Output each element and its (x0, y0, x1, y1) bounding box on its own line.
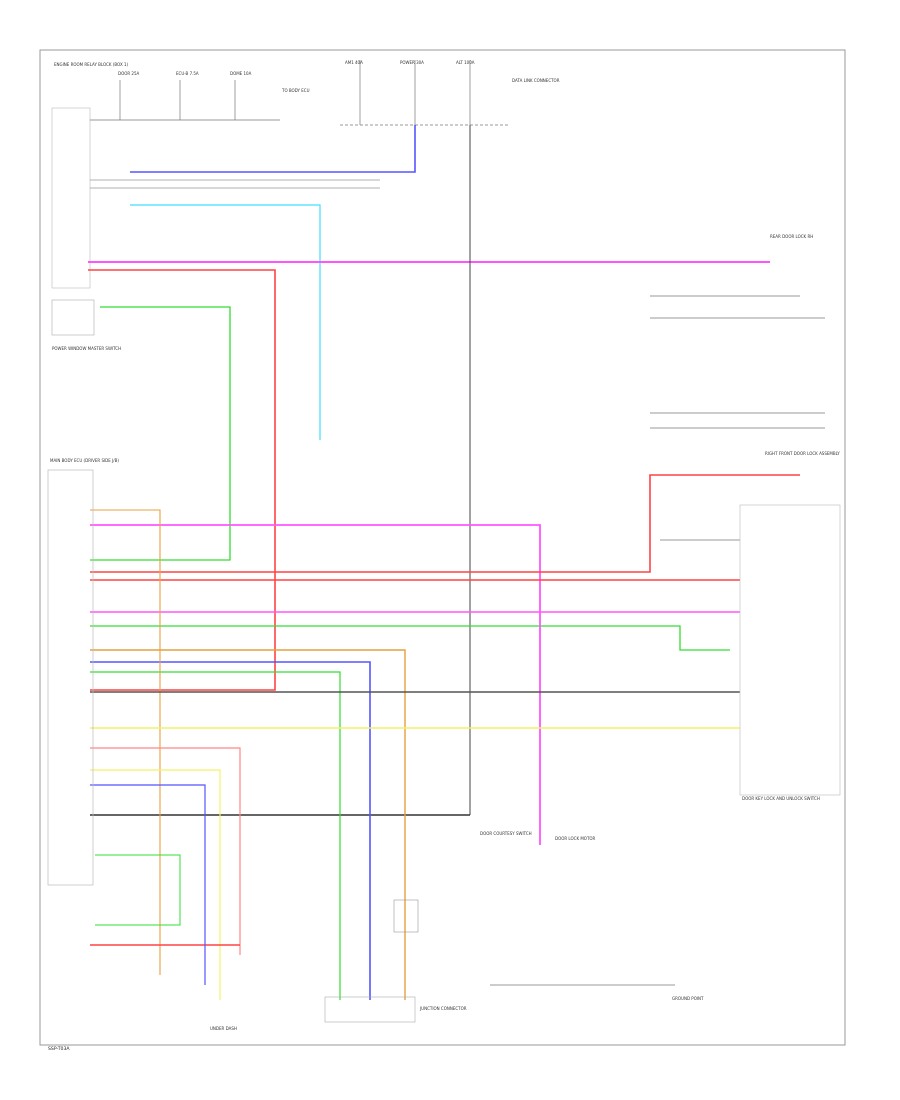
right-front-label: RIGHT FRONT DOOR LOCK ASSEMBLY (765, 451, 840, 456)
fuse-label-4: AM1 40A (345, 60, 363, 65)
fuse-label-2: ECU-B 7.5A (176, 71, 199, 76)
fuse-note: TO BODY ECU (281, 88, 310, 93)
window-master-label: POWER WINDOW MASTER SWITCH (52, 346, 121, 351)
under-dash-label: UNDER DASH (210, 1026, 237, 1031)
wire-set (88, 125, 825, 1000)
fuse-label-6: ALT 100A (456, 60, 475, 65)
door-motor-label: DOOR LOCK MOTOR (555, 836, 596, 841)
fuse-label-3: DOME 10A (230, 71, 252, 76)
fuse-label-5: POWER 30A (400, 60, 424, 65)
rear-right-label: REAR DOOR LOCK RH (770, 234, 813, 239)
bottom-components: JUNCTION CONNECTOR DOOR COURTESY SWITCH … (210, 831, 704, 1031)
page-tag: SSP-T03A (48, 1046, 70, 1052)
diagram-border (39, 49, 846, 1046)
fuse-label-1: DOOR 25A (118, 71, 140, 76)
fuse-block-top: ENGINE ROOM RELAY BLOCK (BOX 1) DOOR 25A… (51, 60, 560, 289)
data-link-note: DATA LINK CONNECTOR (512, 78, 560, 83)
window-master-switch: POWER WINDOW MASTER SWITCH (51, 299, 121, 351)
right-switch-group: REAR DOOR LOCK RH RIGHT FRONT DOOR LOCK … (739, 234, 840, 801)
main-body-ecu: MAIN BODY ECU (DRIVER SIDE J/B) (47, 458, 119, 886)
relay-block-label: ENGINE ROOM RELAY BLOCK (BOX 1) (54, 62, 129, 67)
ecu-label: MAIN BODY ECU (DRIVER SIDE J/B) (50, 458, 119, 463)
junction-label: JUNCTION CONNECTOR (419, 1006, 467, 1011)
combination-switch-label: DOOR KEY LOCK AND UNLOCK SWITCH (742, 796, 820, 801)
ground-label: GROUND POINT (672, 996, 704, 1001)
door-courtesy-label: DOOR COURTESY SWITCH (480, 831, 532, 836)
